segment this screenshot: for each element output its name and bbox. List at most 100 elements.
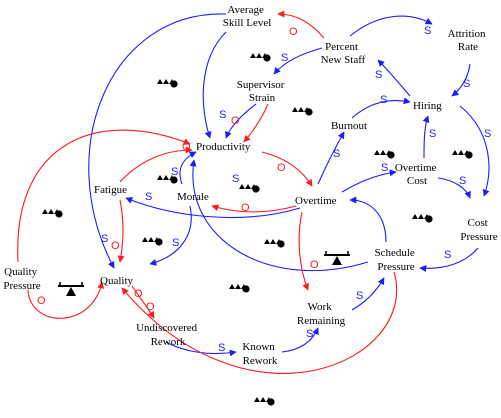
polarity-label: S — [380, 94, 387, 106]
polarity-label: O — [37, 295, 46, 307]
node-label-line: Cost — [468, 217, 488, 229]
link-morale-to-productivity — [179, 151, 197, 185]
polarity-label: S — [232, 173, 239, 185]
delay-mark-icon — [236, 177, 260, 193]
link-hiring-to-cost-pressure — [459, 105, 490, 197]
polarity-label: S — [219, 109, 226, 121]
node-undiscovered-rework: Undiscovered Rework — [136, 322, 200, 348]
node-label-line: Rework — [243, 355, 278, 367]
link-percent-new-staff-to-supervisor-strain — [273, 47, 323, 75]
link-overtime-to-overtime-cost — [341, 169, 397, 193]
node-label-line: Quality — [4, 266, 37, 278]
link-overtime-to-work-remaining — [298, 211, 309, 291]
node-label-line: Pressure — [460, 231, 497, 243]
node-label-line: Overtime — [395, 162, 437, 174]
delay-mark-icon — [261, 232, 285, 248]
node-label-line: Remaining — [297, 315, 346, 327]
polarity-label: O — [134, 288, 143, 300]
polarity-label: O — [111, 240, 120, 252]
polarity-label: S — [356, 290, 363, 302]
node-label-line: Attrition — [448, 28, 486, 40]
polarity-label: S — [381, 162, 388, 174]
link-hiring-to-percent-new-staff — [377, 59, 411, 97]
delay-mark-icon — [289, 100, 313, 116]
node-label-line: New Staff — [321, 54, 366, 66]
link-overtime-to-morale — [211, 204, 297, 213]
node-cost-pressure: Cost Pressure — [460, 217, 497, 243]
node-label-line: Cost — [407, 175, 427, 187]
node-label-line: Pressure — [3, 280, 40, 292]
link-work-remaining-to-schedule-pressure — [351, 277, 385, 311]
link-overtime-cost-to-hiring — [422, 115, 430, 159]
node-quality-pressure: Quality Pressure — [3, 266, 40, 292]
link-percent-new-staff-to-attrition-rate — [349, 15, 433, 37]
polarity-label: S — [463, 78, 470, 90]
link-schedule-pressure-to-overtime — [349, 196, 387, 243]
delay-mark-icon — [449, 143, 473, 159]
link-burnout-to-hiring — [351, 97, 411, 119]
node-label-line: Pressure — [377, 261, 414, 273]
polarity-label: S — [424, 25, 431, 37]
link-quality-to-productivity — [17, 129, 191, 263]
link-cost-pressure-to-schedule-pressure — [419, 247, 479, 272]
delay-mark-icon — [154, 72, 178, 88]
link-productivity-to-overtime — [261, 151, 313, 187]
link-schedule-pressure-to-quality — [121, 271, 397, 374]
delay-mark-icon — [226, 277, 250, 293]
delay-mark-icon — [251, 390, 275, 406]
polarity-label: S — [101, 233, 108, 245]
node-overtime-cost: Overtime Cost — [395, 162, 439, 187]
link-overtime-to-fatigue — [125, 197, 301, 219]
delay-mark-icon — [39, 202, 63, 218]
node-label-line: Skill Level — [223, 17, 272, 29]
node-quality: Quality — [100, 275, 133, 287]
node-label-line: Work — [308, 301, 333, 313]
polarity-label: S — [145, 191, 152, 203]
seesaw-icon — [58, 282, 84, 296]
polarity-label: S — [281, 52, 288, 64]
polarity-label: S — [459, 175, 466, 187]
link-quality-pressure-to-quality — [27, 281, 105, 319]
link-attrition-rate-to-hiring — [451, 63, 471, 97]
polarity-label: O — [146, 301, 155, 313]
polarity-label: S — [375, 69, 382, 81]
node-label-line: Known — [242, 341, 275, 353]
link-quality-to-undiscovered-rework — [131, 285, 155, 319]
node-fatigue: Fatigue — [94, 184, 127, 196]
node-morale: Morale — [177, 191, 209, 203]
node-productivity: Productivity — [196, 141, 251, 153]
node-label-line: Average — [227, 4, 264, 16]
link-morale-to-quality — [149, 205, 192, 266]
link-percent-new-staff-to-average-skill-level — [277, 10, 325, 39]
polarity-label: S — [218, 342, 225, 354]
polarity-label: S — [484, 128, 491, 140]
node-label-line: Undiscovered — [136, 322, 198, 334]
node-work-remaining: Work Remaining — [297, 301, 346, 327]
polarity-label: O — [289, 26, 298, 38]
node-schedule-pressure: Schedule Pressure — [374, 247, 417, 273]
polarity-label: O — [241, 202, 250, 214]
node-percent-new-staff: Percent New Staff — [321, 41, 366, 66]
node-label-line: Strain — [249, 92, 276, 104]
node-known-rework: Known Rework — [242, 341, 277, 367]
delay-mark-icon — [371, 143, 395, 159]
polarity-label: O — [231, 115, 240, 127]
delay-mark-icon — [139, 230, 163, 246]
node-average-skill-level: Average Skill Level — [223, 4, 272, 29]
link-supervisor-strain-to-productivity — [225, 103, 257, 139]
node-label-line: Schedule — [374, 247, 414, 259]
delay-mark-icon — [247, 46, 271, 62]
polarity-label: O — [310, 259, 319, 271]
polarity-label: S — [172, 237, 179, 249]
node-label-line: Supervisor — [237, 79, 285, 91]
node-supervisor-strain: Supervisor Strain — [237, 79, 287, 104]
link-average-skill-level-to-quality — [88, 13, 227, 269]
link-undiscovered-rework-to-known-rework — [165, 341, 237, 357]
node-label-line: Rate — [458, 41, 478, 53]
polarity-label: S — [429, 128, 436, 140]
polarity-label: S — [444, 249, 451, 261]
link-supervisor-strain-to-productivity-opposite — [243, 103, 269, 143]
node-label-line: Rework — [151, 336, 186, 348]
